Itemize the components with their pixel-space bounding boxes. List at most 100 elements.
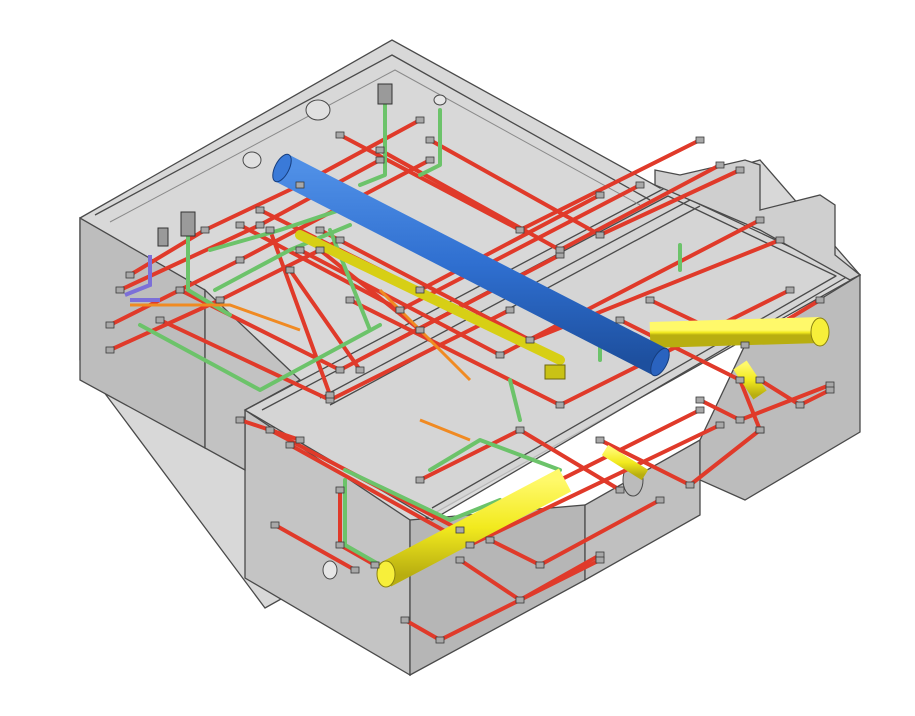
pipe-fitting [740,341,750,349]
left-lower-face [204,288,302,472]
block-body [79,39,862,677]
green-line [328,228,372,332]
yellow-pipe [649,317,821,348]
red-line [288,268,362,372]
pipe-fitting [115,286,125,294]
orange-line [378,288,472,382]
pipe-fitting [615,316,625,324]
yellow-pipe [733,360,767,400]
pipe-fitting [645,296,655,304]
pipe-fitting [335,131,345,139]
green-line [358,93,387,187]
green-line [428,438,562,472]
pipe-fitting [595,191,605,199]
pipe-fitting [395,306,405,314]
pipe-fitting [755,376,765,384]
top-plate-ridge-2 [329,205,701,406]
pipe-fitting [495,351,505,359]
vertical-fitting [180,211,196,237]
pipe-fitting [515,596,525,604]
pipe-fitting [435,636,445,644]
pipe-fitting [425,156,435,164]
yellow-pipe-end [376,560,396,588]
pipe-fitting [415,116,425,124]
pipe-fitting [455,526,465,534]
pipe-fitting [285,266,295,274]
fittings-group [105,116,835,644]
green-line [343,478,382,567]
blue-pipe-group [272,153,670,377]
pipe-fitting [735,166,745,174]
pipe-fitting [235,416,245,424]
green-line [186,228,232,317]
yellow-pipe [295,230,565,365]
pipe-fitting [315,226,325,234]
pipe-fitting [415,326,425,334]
pipe-fitting [825,386,835,394]
purple-line [124,255,152,297]
pipe-fitting [595,231,605,239]
pipe-fitting [635,181,645,189]
pipe-fitting [555,401,565,409]
pipe-fitting [795,401,805,409]
pipe-fitting [655,496,665,504]
pipe-fitting [200,226,210,234]
large-fittings [157,83,566,380]
port-opening [322,560,338,580]
pipe-fitting [285,441,295,449]
vertical-fitting [377,83,393,105]
pipe-fitting [235,221,245,229]
pipe-fitting [335,486,345,494]
pipe-fitting [715,161,725,169]
pipe-fitting [715,421,725,429]
pipe-fitting [535,561,545,569]
pipe-fitting [235,256,245,264]
pipe-fitting [105,321,115,329]
yellow-pipe-group [295,230,830,588]
pipe-fitting [370,561,380,569]
pipe-fitting [525,336,535,344]
yellow-pipe [378,468,572,587]
orange-line-group [130,288,472,442]
pipe-fitting [295,181,305,189]
pipe-fitting [735,376,745,384]
pipe-fitting [735,416,745,424]
pipe-fitting [515,426,525,434]
pipe-fitting [215,296,225,304]
purple-line-group [124,255,160,302]
pipe-fitting [265,226,275,234]
pipe-fitting [350,566,360,574]
pipe-fitting [255,221,265,229]
pipe-fitting [415,286,425,294]
pipe-fitting [695,406,705,414]
pipe-fitting [595,436,605,444]
pipe-fitting [595,556,605,564]
back-wall-edge [94,54,651,216]
orange-line [130,303,301,332]
pipe-fitting [315,246,325,254]
pipe-fitting [695,136,705,144]
pipe-fitting [295,436,305,444]
pipe-fitting [295,246,305,254]
pipe-fitting [155,316,165,324]
orange-line [419,418,471,442]
pipe-fitting [375,146,385,154]
pipe-fitting [465,541,475,549]
pipe-fitting [335,541,345,549]
pipe-fitting [175,286,185,294]
pipe-fitting [255,206,265,214]
vertical-fitting [544,364,566,380]
pipe-fitting [815,296,825,304]
pipe-fitting [270,521,280,529]
green-line [418,108,442,177]
green-line-group [138,93,682,567]
green-line [208,208,342,252]
red-line [318,248,422,332]
pipe-fitting [375,156,385,164]
green-line [343,468,502,522]
pipe-fitting [485,536,495,544]
yellow-pipe [601,444,649,481]
pipe-fitting [515,226,525,234]
